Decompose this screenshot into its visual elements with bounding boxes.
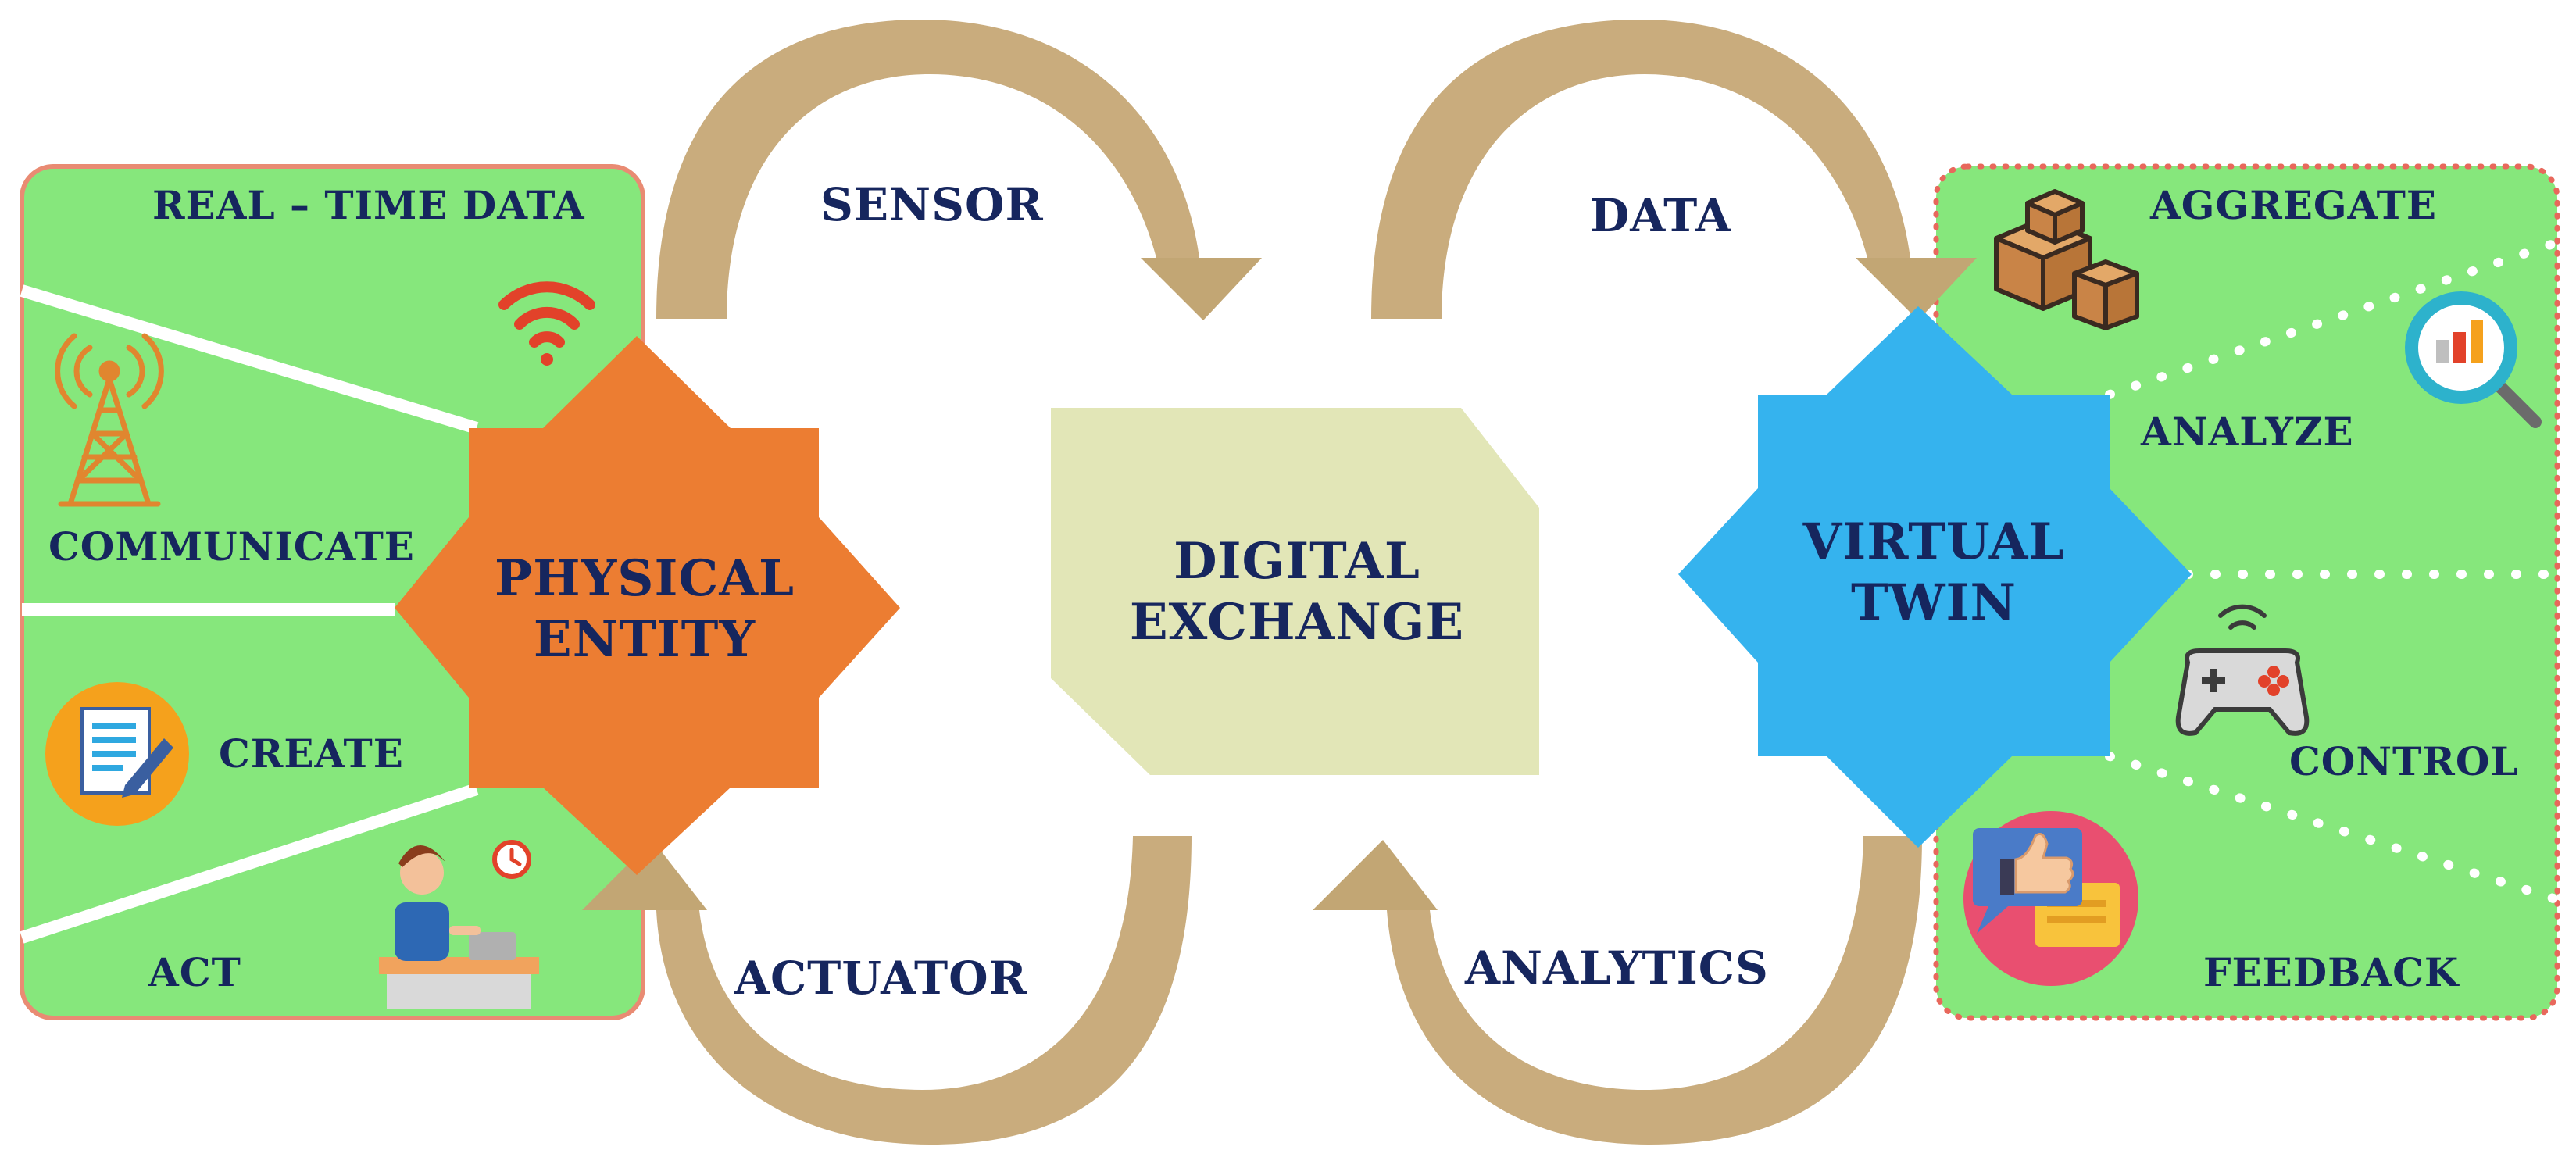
arrow-sensor — [656, 20, 1262, 320]
flow-sensor-label: SENSOR — [820, 178, 1044, 231]
right-item-feedback: FEEDBACK — [2203, 949, 2460, 995]
arrow-actuator — [582, 836, 1192, 1145]
physical-entity-line-2: ENTITY — [533, 610, 756, 669]
virtual-twin-star — [1678, 306, 2192, 848]
right-divider-3 — [2105, 752, 2558, 903]
virtual-twin-line-1: VIRTUAL — [1802, 513, 2065, 571]
gamepad-icon — [2175, 604, 2310, 736]
left-divider-1 — [20, 284, 479, 434]
left-divider-3 — [20, 783, 479, 944]
virtual-twin-line-2: TWIN — [1851, 573, 2017, 632]
right-divider-1 — [2105, 239, 2558, 399]
flow-actuator-label: ACTUATOR — [734, 952, 1027, 1005]
arrow-analytics — [1313, 836, 1922, 1145]
radio-tower-icon — [55, 333, 164, 507]
physical-entity-label: PHYSICAL ENTITY — [469, 548, 820, 670]
right-item-aggregate: AGGREGATE — [2150, 182, 2437, 228]
arrow-data — [1371, 20, 1977, 320]
boxes-icon — [1994, 189, 2139, 330]
left-item-act: ACT — [148, 949, 241, 995]
document-pen-icon — [45, 682, 189, 826]
digital-exchange-line-2: EXCHANGE — [1129, 593, 1465, 652]
wifi-icon — [498, 281, 595, 366]
flow-analytics-label: ANALYTICS — [1465, 941, 1769, 995]
digital-exchange-shape — [1051, 408, 1539, 775]
virtual-twin-label: VIRTUAL TWIN — [1758, 512, 2110, 634]
right-item-control: CONTROL — [2289, 738, 2519, 784]
thumbs-up-chat-icon — [1963, 811, 2138, 986]
physical-entity-star — [395, 336, 900, 875]
clock-icon — [492, 840, 531, 879]
physical-entity-line-1: PHYSICAL — [494, 549, 795, 608]
digital-exchange-label: DIGITAL EXCHANGE — [1070, 531, 1524, 653]
left-item-create: CREATE — [219, 730, 404, 777]
left-item-communicate: COMMUNICATE — [48, 523, 415, 570]
digital-exchange-line-1: DIGITAL — [1174, 532, 1420, 591]
magnifier-chart-icon — [2405, 291, 2542, 428]
left-panel-title: REAL – TIME DATA — [152, 182, 585, 228]
person-at-desk-icon — [379, 845, 539, 1009]
right-item-analyze: ANALYZE — [2141, 409, 2354, 455]
flow-data-label: DATA — [1590, 189, 1732, 242]
